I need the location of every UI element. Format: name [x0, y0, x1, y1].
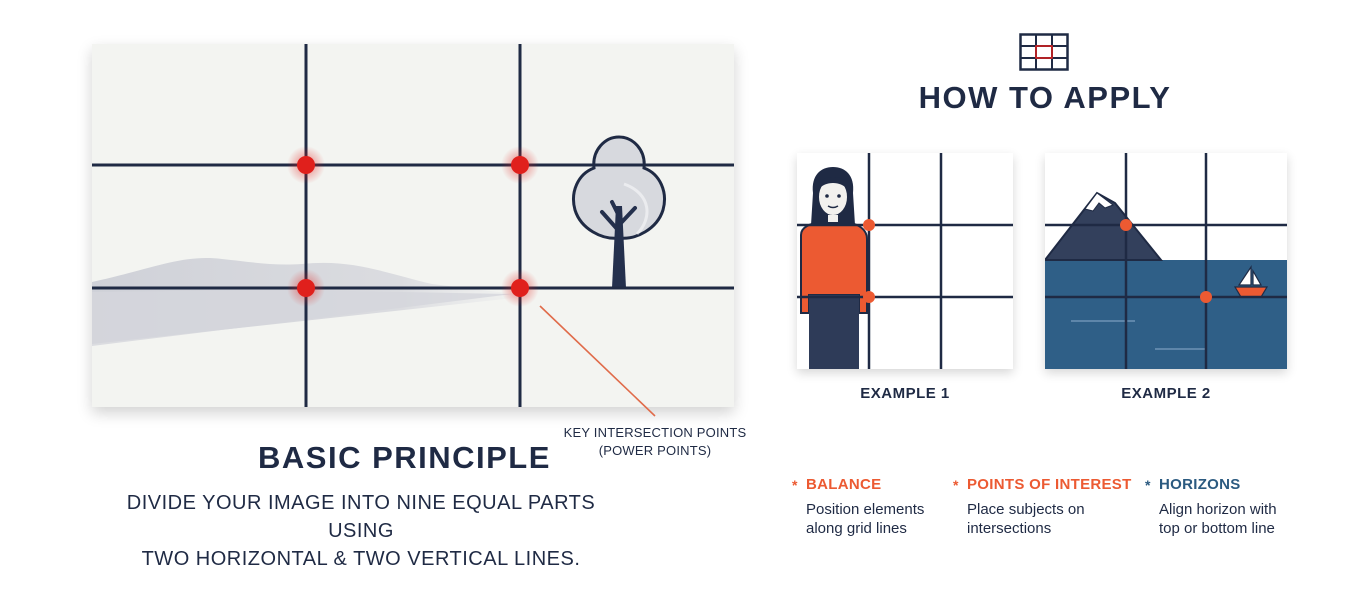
tip-horizons-line-1: Align horizon with — [1159, 501, 1277, 518]
landscape-illustration — [1045, 153, 1287, 369]
tip-balance-line-2: along grid lines — [806, 520, 907, 537]
power-point-top-right — [501, 146, 539, 184]
example-2-peak-point — [1120, 219, 1132, 231]
tip-interest-line-1: Place subjects on — [967, 501, 1085, 518]
tip-horizons-title: * HORIZONS — [1145, 476, 1325, 493]
rule-of-thirds-grid-illustration — [92, 44, 734, 407]
tip-balance-label: BALANCE — [806, 476, 882, 493]
example-2-landscape — [1045, 153, 1287, 369]
tip-balance-title: * BALANCE — [792, 476, 972, 493]
grid-illustration-svg — [92, 44, 734, 407]
principle-line-1: DIVIDE YOUR IMAGE INTO NINE EQUAL PARTS … — [126, 492, 596, 542]
callout-line-1: KEY INTERSECTION POINTS — [563, 425, 747, 440]
tip-horizons: * HORIZONS Align horizon with top or bot… — [1145, 476, 1325, 538]
power-point-bottom-right — [501, 269, 539, 307]
tip-interest-text: Place subjects on intersections — [953, 500, 1133, 538]
bullet-icon: * — [1145, 476, 1151, 493]
tip-horizons-line-2: top or bottom line — [1159, 520, 1275, 537]
tip-points-of-interest: * POINTS OF INTEREST Place subjects on i… — [953, 476, 1133, 538]
power-point-top-left — [287, 146, 325, 184]
example-2-boat-point — [1200, 291, 1212, 303]
example-2-caption: EXAMPLE 2 — [1121, 385, 1211, 402]
hills-foreground — [92, 290, 512, 346]
callout-line-2: (POWER POINTS) — [598, 443, 712, 458]
example-1-hand-point — [863, 291, 875, 303]
basic-principle-heading: BASIC PRINCIPLE — [258, 440, 551, 475]
how-to-apply-heading: HOW TO APPLY — [918, 80, 1172, 115]
tip-balance-line-1: Position elements — [806, 501, 925, 518]
tip-horizons-label: HORIZONS — [1159, 476, 1241, 493]
mountain-icon — [1045, 191, 1164, 261]
example-1-caption: EXAMPLE 1 — [860, 385, 950, 402]
bullet-icon: * — [953, 476, 959, 493]
power-point-bottom-left — [287, 269, 325, 307]
tip-horizons-text: Align horizon with top or bottom line — [1145, 500, 1325, 538]
tip-interest-title: * POINTS OF INTEREST — [953, 476, 1133, 493]
tip-balance-text: Position elements along grid lines — [792, 500, 972, 538]
bullet-icon: * — [792, 476, 798, 493]
tip-interest-line-2: intersections — [967, 520, 1052, 537]
tip-balance: * BALANCE Position elements along grid l… — [792, 476, 972, 538]
portrait-illustration — [797, 153, 1013, 369]
power-points-callout: KEY INTERSECTION POINTS (POWER POINTS) — [560, 424, 750, 460]
tree-icon — [572, 135, 666, 288]
person-icon — [800, 167, 868, 369]
principle-line-2: TWO HORIZONTAL & TWO VERTICAL LINES. — [141, 548, 581, 570]
example-1-eye-point — [863, 219, 875, 231]
basic-principle-description: DIVIDE YOUR IMAGE INTO NINE EQUAL PARTS … — [92, 489, 734, 573]
example-1-portrait — [797, 153, 1013, 369]
grid-icon — [1019, 33, 1069, 71]
tip-interest-label: POINTS OF INTEREST — [967, 476, 1132, 493]
